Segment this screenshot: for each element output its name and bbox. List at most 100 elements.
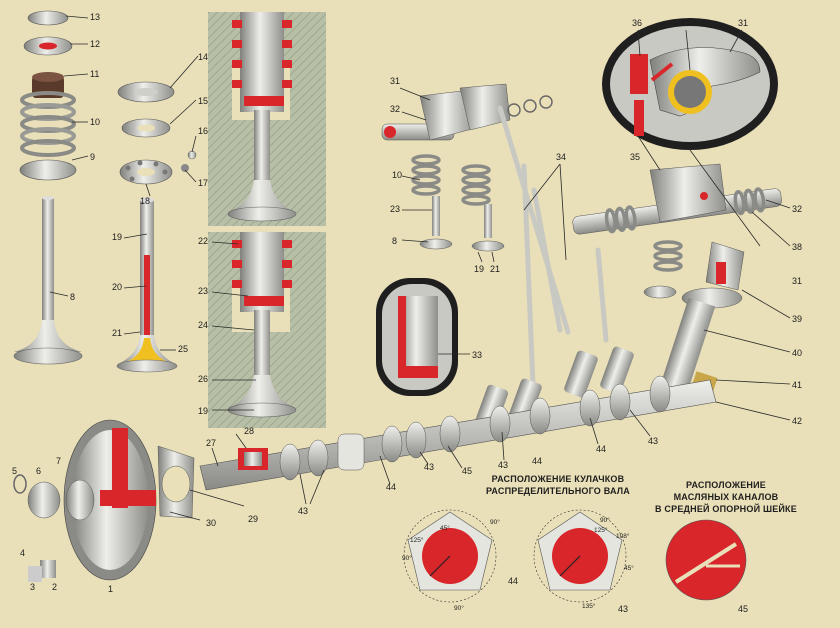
cam-layout-caption-line1: РАСПОЛОЖЕНИЕ КУЛАЧКОВ [492,474,625,484]
callout-42: 42 [792,416,802,426]
distributor-drive [660,241,745,403]
rocker-detail-inset [602,18,778,150]
callout-39: 39 [792,314,802,324]
valve [13,196,83,365]
camshaft-gear [63,419,157,581]
oil-channels-caption-line2: МАСЛЯНЫХ КАНАЛОВ [674,492,779,502]
callout-44b: 44 [532,456,542,466]
oil-channels-caption-line1: РАСПОЛОЖЕНИЕ [686,480,766,490]
callout-44d: 44 [508,576,518,586]
callout-24: 24 [198,320,208,330]
callout-44c: 44 [596,444,606,454]
cam-layout-caption-line2: РАСПРЕДЕЛИТЕЛЬНОГО ВАЛА [486,486,630,496]
oil-channels-caption-line3: В СРЕДНЕЙ ОПОРНОЙ ШЕЙКЕ [655,503,797,514]
valve-cotters [27,10,69,26]
push-rods [497,105,609,413]
camshaft-flange [157,445,195,519]
callout-43c: 43 [498,460,508,470]
callout-27: 27 [206,438,216,448]
head-section-upper [208,12,326,226]
captions: РАСПОЛОЖЕНИЕ КУЛАЧКОВ РАСПРЕДЕЛИТЕЛЬНОГО… [486,474,797,514]
callout-8b: 8 [392,236,397,246]
callout-33: 33 [472,350,482,360]
callout-16: 16 [198,126,208,136]
callout-1: 1 [108,584,113,594]
callout-41: 41 [792,380,802,390]
callout-18: 18 [140,196,150,206]
callout-28: 28 [244,426,254,436]
callout-7: 7 [56,456,61,466]
angle-label: 90° [402,554,412,562]
callout-13: 13 [90,12,100,22]
camshaft [199,375,717,491]
callout-21b: 21 [490,264,500,274]
callout-4: 4 [20,548,25,558]
callout-25: 25 [178,344,188,354]
gear-hardware [13,474,61,582]
callout-43b: 43 [424,462,434,472]
callout-26: 26 [198,374,208,384]
callout-31c: 31 [792,276,802,286]
callout-30: 30 [206,518,216,528]
callout-43d: 43 [648,436,658,446]
sectioned-valve [116,197,178,373]
callout-10b: 10 [392,170,402,180]
callout-20: 20 [112,282,122,292]
angle-label: 45° [440,524,450,532]
callout-5: 5 [12,466,17,476]
angle-label: 108° [616,532,630,540]
callout-43e: 43 [618,604,628,614]
spring-support-washer [19,159,77,181]
angle-label: 125° [594,526,608,534]
callout-23a: 23 [198,286,208,296]
callout-29: 29 [248,514,258,524]
valve-stem-seal-top [32,72,64,82]
angle-label: 90° [600,516,610,524]
callout-10: 10 [90,117,100,127]
callout-38: 38 [792,242,802,252]
callout-32a: 32 [390,104,400,114]
callout-numbers: 13 12 11 10 9 8 14 15 16 17 18 19 20 21 … [12,12,802,614]
angle-label: 45° [624,564,634,572]
callout-19a: 19 [112,232,122,242]
rocker-assembly-right [572,163,782,299]
cam-diagram-left [403,509,497,603]
callout-44a: 44 [386,482,396,492]
head-section-lower [208,232,326,428]
valve-springs [20,91,76,157]
callout-32b: 32 [792,204,802,214]
callout-17: 17 [198,178,208,188]
callout-9: 9 [90,152,95,162]
callout-31b: 31 [738,18,748,28]
callout-15: 15 [198,96,208,106]
callout-19b: 19 [198,406,208,416]
valve-rotator-parts [117,81,197,185]
callout-14: 14 [198,52,208,62]
callout-35: 35 [630,152,640,162]
angle-label: 135° [582,602,596,610]
callout-11: 11 [90,69,99,79]
callout-40: 40 [792,348,802,358]
callout-37: 37 [680,18,690,28]
spring-plate-bore [39,42,57,50]
rocker-assembly-left [381,83,553,252]
callout-21a: 21 [112,328,122,338]
angle-label: 90° [490,518,500,526]
callout-12: 12 [90,39,100,49]
leader-lines [49,15,791,521]
tappet-section-inset [376,278,458,396]
callout-8a: 8 [70,292,75,302]
valve-spring-assembly [13,10,83,365]
callout-45a: 45 [462,466,472,476]
callout-6: 6 [36,466,41,476]
callout-34: 34 [556,152,566,162]
callout-31a: 31 [390,76,400,86]
callout-45b: 45 [738,604,748,614]
angle-labels: 45° 90° 125° 90° 90° 90° 108° 125° 135° … [402,516,634,612]
oil-channel-diagram [665,519,747,601]
callout-3: 3 [30,582,35,592]
callout-23b: 23 [390,204,400,214]
callout-43a: 43 [298,506,308,516]
